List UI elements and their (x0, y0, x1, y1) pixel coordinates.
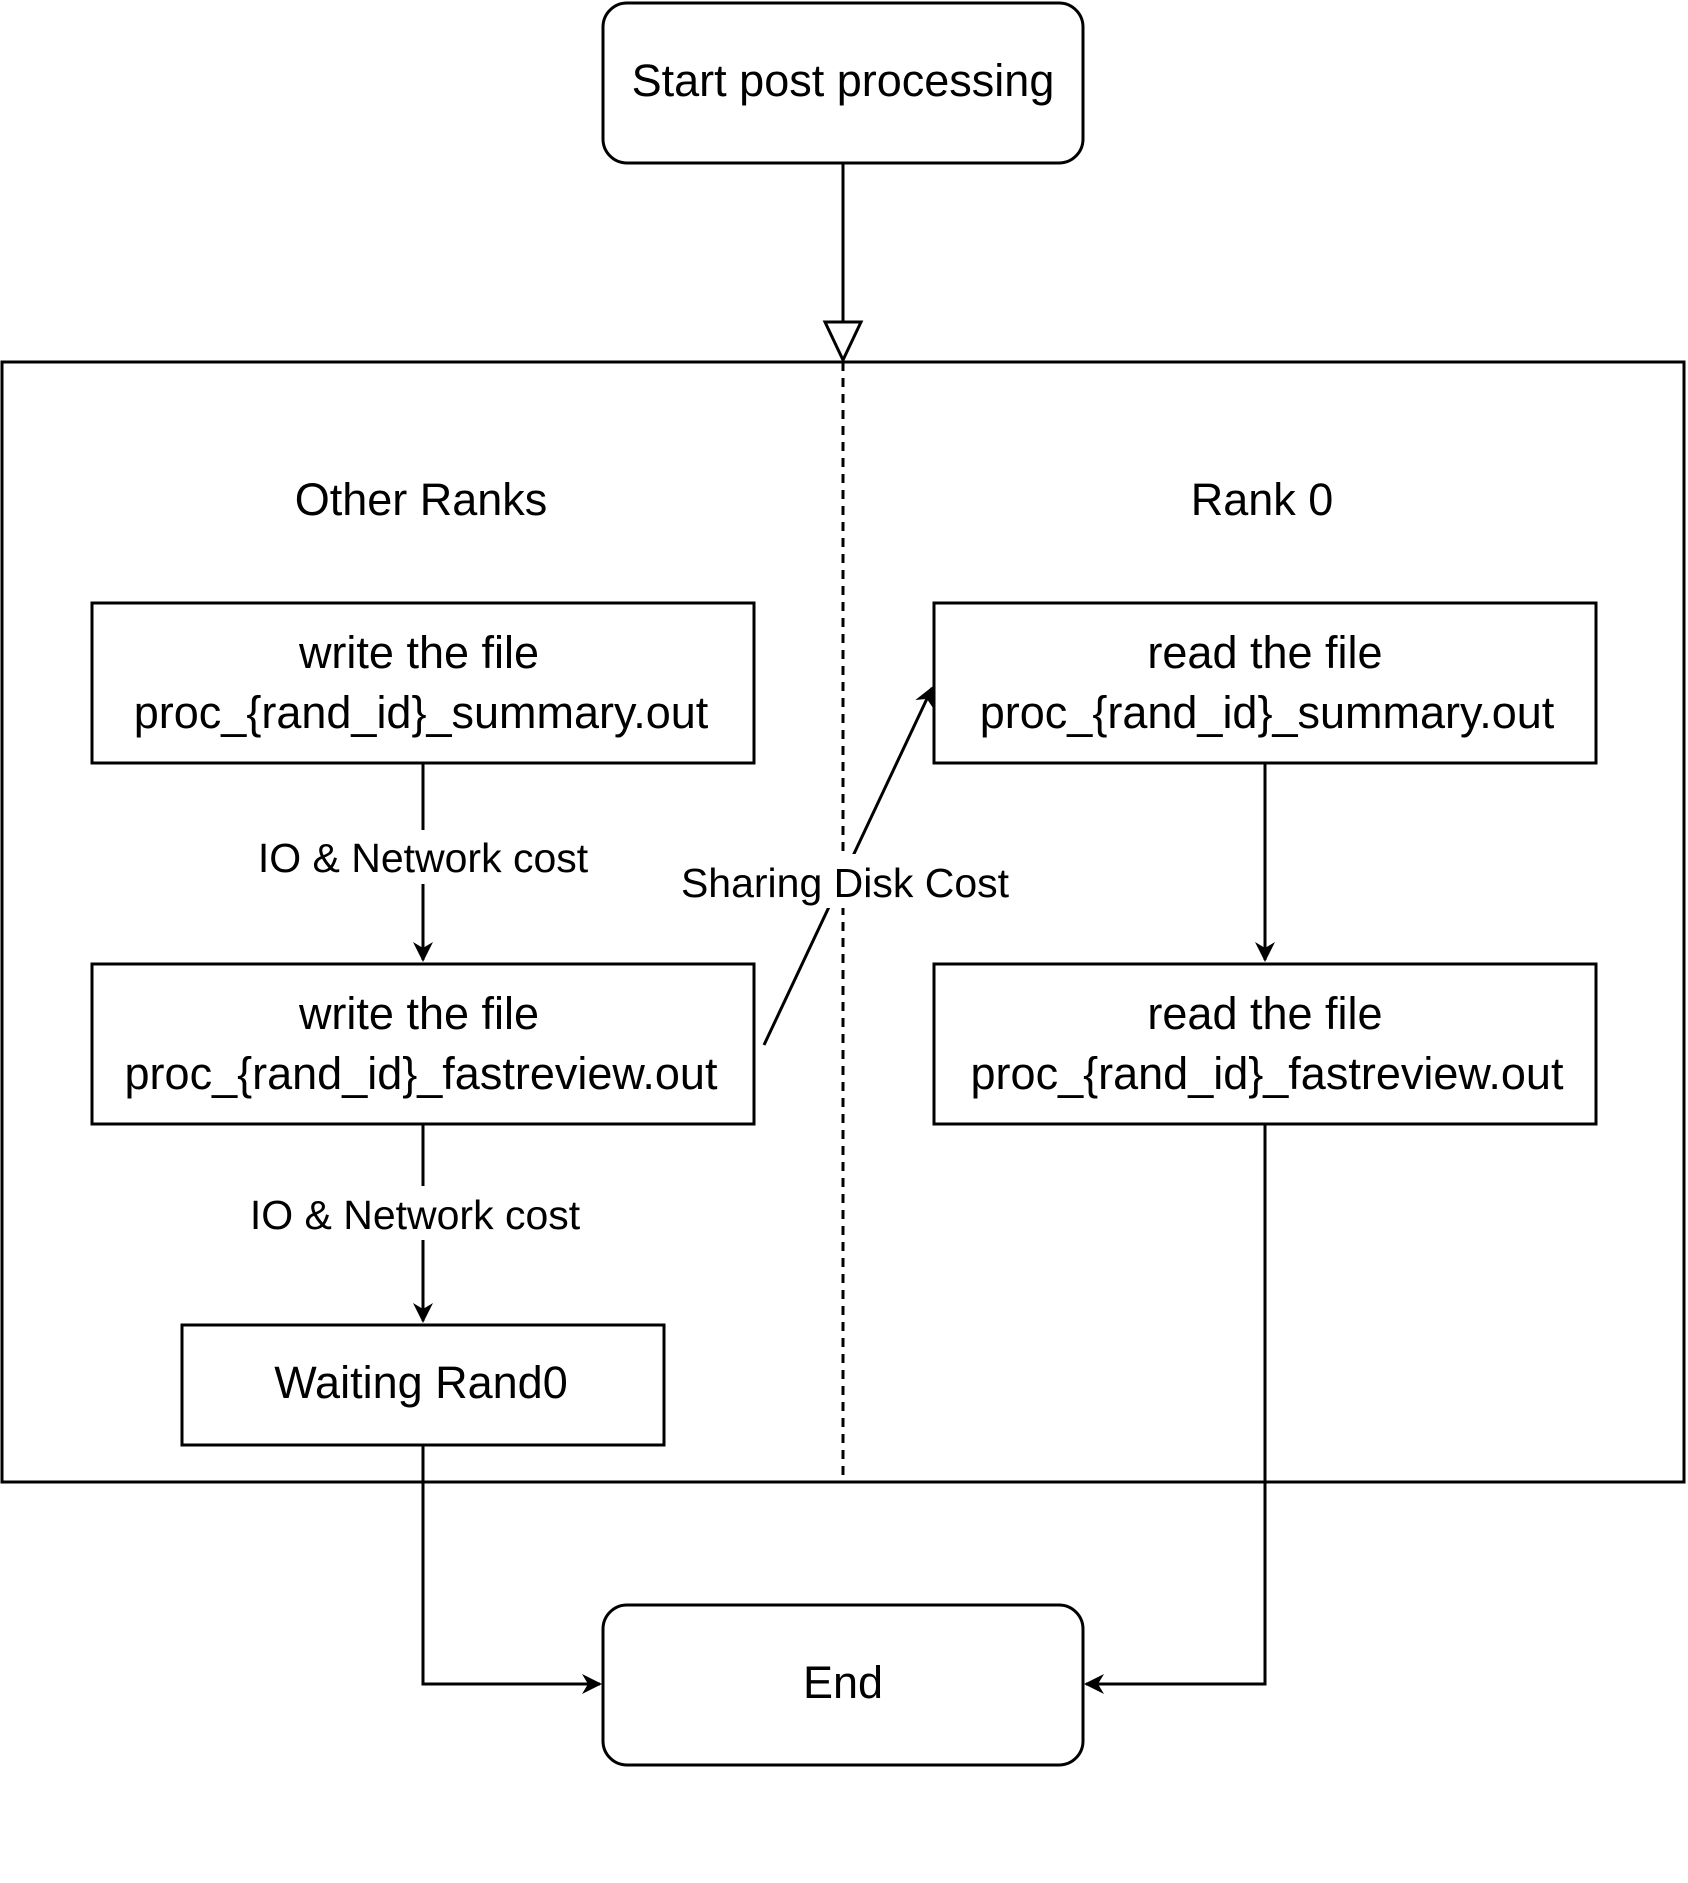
edge-label-bg-1 (240, 830, 606, 884)
edge-label-bg-2 (232, 1186, 598, 1240)
write-summary-line-2: proc_{rand_id}_summary.out (134, 687, 709, 738)
edge-waiting-to-end (421, 1445, 602, 1694)
edge-label-io-network-1: IO & Network cost (258, 835, 589, 881)
read-summary-box (932, 601, 1598, 765)
end-node (601, 1603, 1085, 1767)
read-fastreview-box (932, 962, 1598, 1126)
lane-title-rank-0: Rank 0 (1191, 474, 1334, 525)
waiting-label: Waiting Rand0 (274, 1357, 568, 1408)
edge-label-bg-3 (662, 854, 1026, 908)
end-node-label: End (803, 1657, 883, 1708)
write-summary-line-1: write the file (298, 627, 539, 678)
start-node-label: Start post processing (632, 55, 1055, 106)
edge-read-fastreview-to-end (1084, 1124, 1267, 1694)
start-connector-arrowhead (822, 320, 864, 364)
read-fastreview-line-1: read the file (1147, 988, 1382, 1039)
read-summary-line-1: read the file (1147, 627, 1382, 678)
waiting-box (180, 1323, 666, 1447)
edge-label-io-network-2: IO & Network cost (250, 1192, 581, 1238)
edge-label-sharing-disk: Sharing Disk Cost (681, 860, 1010, 906)
lane-title-other-ranks: Other Ranks (295, 474, 548, 525)
write-fastreview-line-2: proc_{rand_id}_fastreview.out (125, 1048, 718, 1099)
write-summary-box (90, 601, 756, 765)
read-summary-line-2: proc_{rand_id}_summary.out (980, 687, 1555, 738)
read-fastreview-line-2: proc_{rand_id}_fastreview.out (971, 1048, 1564, 1099)
write-fastreview-box (90, 962, 756, 1126)
write-fastreview-line-1: write the file (298, 988, 539, 1039)
